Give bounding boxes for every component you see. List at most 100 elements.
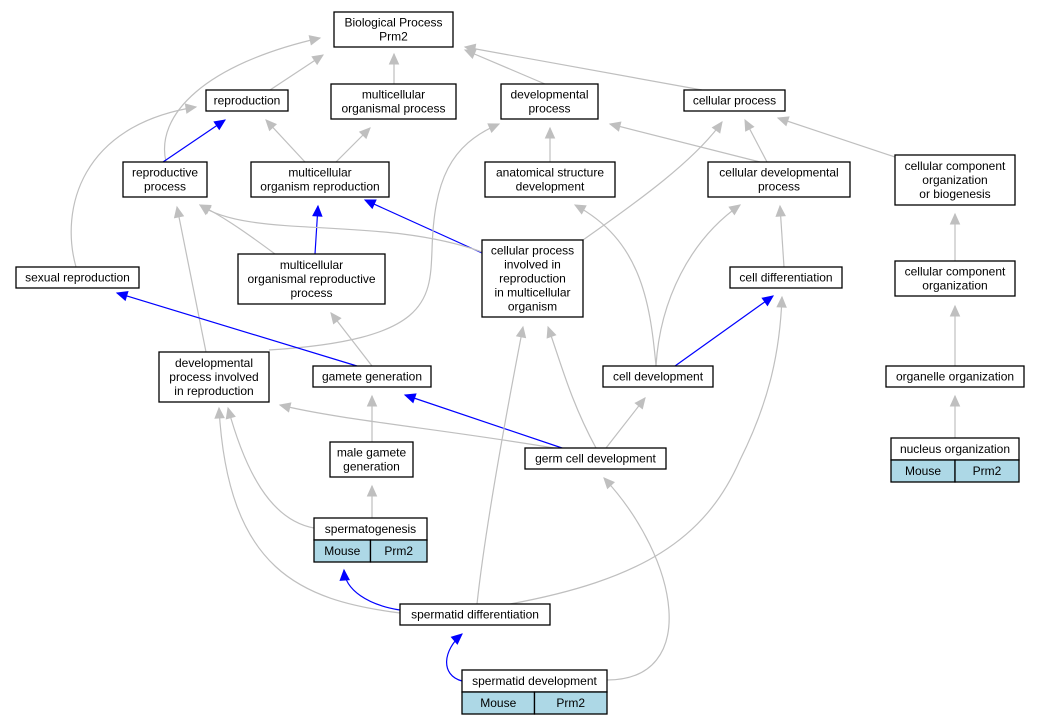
edge-mgg-gg bbox=[366, 394, 378, 442]
annotation-tag-label: Mouse bbox=[905, 464, 941, 478]
edge-mor-mop bbox=[335, 127, 371, 163]
edge-cdp-cellp bbox=[744, 118, 768, 163]
arrowhead bbox=[366, 394, 378, 407]
node-box bbox=[500, 83, 599, 120]
node-gg[interactable]: gamete generation bbox=[312, 365, 432, 388]
arrowhead bbox=[225, 406, 236, 420]
node-label: Prm2 bbox=[379, 30, 408, 44]
edge-sg-dpir bbox=[225, 406, 315, 529]
annotation-tag[interactable]: Mouse bbox=[313, 539, 372, 563]
node-label: spermatid development bbox=[472, 674, 597, 688]
node-label: sexual reproduction bbox=[25, 271, 130, 285]
edge-line bbox=[404, 394, 569, 451]
arrowhead bbox=[213, 119, 227, 131]
arrowhead bbox=[308, 35, 322, 46]
node-box bbox=[707, 161, 851, 198]
node-label: organismal reproductive bbox=[247, 272, 375, 286]
edge-sdev-gcd bbox=[603, 477, 670, 681]
edge-cdp-devp bbox=[608, 121, 761, 163]
annotation-tag[interactable]: Prm2 bbox=[369, 539, 428, 563]
edge-sdiff-sg bbox=[339, 568, 401, 611]
node-celld[interactable]: cell differentiation bbox=[729, 266, 843, 289]
annotation-tag[interactable]: Mouse bbox=[890, 459, 956, 483]
node-repro[interactable]: reproduction bbox=[205, 89, 289, 112]
arrowhead bbox=[776, 116, 790, 127]
arrowhead bbox=[115, 291, 129, 302]
node-label: process bbox=[144, 180, 186, 194]
arrowhead bbox=[311, 54, 325, 66]
node-label: cell development bbox=[613, 370, 704, 384]
node-label: cellular developmental bbox=[719, 166, 838, 180]
edge-line bbox=[162, 119, 226, 163]
arrowhead bbox=[450, 633, 463, 645]
arrowhead bbox=[278, 402, 292, 413]
node-box bbox=[122, 161, 208, 198]
edge-gcd-cpir bbox=[546, 325, 597, 449]
node-label: process bbox=[758, 180, 800, 194]
edge-line bbox=[547, 326, 597, 449]
node-box bbox=[237, 253, 386, 305]
node-sdiff[interactable]: spermatid differentiation bbox=[399, 603, 551, 626]
node-label: development bbox=[516, 180, 585, 194]
node-label: cellular component bbox=[905, 265, 1006, 279]
arrowhead bbox=[608, 121, 622, 132]
node-gcd[interactable]: germ cell development bbox=[524, 447, 667, 470]
node-label: multicellular bbox=[280, 258, 343, 272]
annotation-tag-label: Prm2 bbox=[556, 696, 585, 710]
edge-sdev-sdiff bbox=[446, 633, 463, 682]
node-label: reproductive bbox=[132, 166, 198, 180]
node-label: multicellular bbox=[362, 88, 425, 102]
arrowhead bbox=[603, 477, 615, 490]
arrowhead bbox=[949, 304, 961, 317]
node-label: or biogenesis bbox=[919, 187, 990, 201]
annotation-tag[interactable]: Mouse bbox=[461, 691, 536, 715]
edge-line bbox=[609, 123, 761, 163]
node-label: in reproduction bbox=[174, 384, 253, 398]
edge-rprocp-repro bbox=[162, 119, 227, 163]
node-box bbox=[329, 441, 414, 478]
node-label: spermatid differentiation bbox=[411, 608, 539, 622]
node-label: male gamete bbox=[337, 446, 407, 460]
edge-line bbox=[464, 46, 703, 91]
node-label: cell differentiation bbox=[739, 271, 832, 285]
arrowhead bbox=[358, 127, 371, 140]
node-label: cellular component bbox=[905, 159, 1006, 173]
edge-oo-cco bbox=[949, 304, 961, 366]
node-cellp[interactable]: cellular process bbox=[683, 89, 786, 112]
node-label: organization bbox=[922, 173, 987, 187]
node-label: germ cell development bbox=[535, 452, 656, 466]
node-cdev[interactable]: cell development bbox=[602, 365, 714, 388]
annotation-tag[interactable]: Prm2 bbox=[533, 691, 608, 715]
node-box bbox=[312, 365, 432, 388]
node-oo[interactable]: organelle organization bbox=[885, 365, 1025, 388]
edge-line bbox=[603, 477, 670, 681]
edge-line bbox=[574, 204, 657, 367]
node-sexr[interactable]: sexual reproduction bbox=[15, 266, 140, 289]
arrowhead bbox=[339, 568, 350, 581]
node-label: reproduction bbox=[214, 94, 281, 108]
annotation-tag[interactable]: Prm2 bbox=[954, 459, 1020, 483]
node-label: Biological Process bbox=[344, 16, 442, 30]
edges-layer bbox=[70, 35, 961, 682]
node-box bbox=[205, 89, 289, 112]
edge-mor-repro bbox=[265, 119, 306, 163]
edge-line bbox=[330, 312, 373, 367]
node-label: organism bbox=[508, 300, 557, 314]
